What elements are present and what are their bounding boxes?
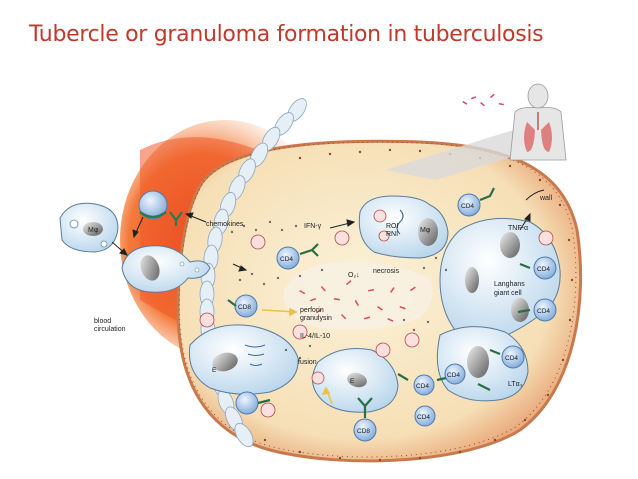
cd4-label-5: CD4 — [505, 355, 518, 362]
lt-label: LTα₃ — [508, 381, 523, 388]
blood-label-line1: blood — [94, 318, 111, 325]
macrophage-label-2: Mφ — [420, 227, 431, 234]
granulysin-label: granulysin — [300, 315, 332, 322]
migrating-monocyte — [121, 245, 211, 293]
cd8-label-2: CD8 — [357, 428, 370, 435]
fusion-label: fusion — [298, 359, 317, 366]
blood-label-line2: circulation — [94, 326, 126, 333]
langhans-label-line1: Langhans — [494, 281, 525, 288]
signal-arrows — [329, 189, 545, 231]
rni-label: RNI — [386, 231, 398, 238]
chemokines-label: chemokines — [206, 221, 244, 228]
epithelioid-label-1: E — [212, 367, 217, 374]
epithelioid-cell-center — [312, 348, 399, 413]
langhans-label-line2: giant cell — [494, 290, 522, 297]
tcell-receptors — [227, 187, 531, 418]
ifn-label: IFN-γ — [304, 223, 322, 230]
cd4-label-4: CD4 — [537, 308, 550, 315]
receptor-green — [169, 211, 183, 226]
necrosis-label: necrosis — [373, 268, 400, 275]
wall-label: wall — [539, 195, 553, 202]
lung-inset — [385, 83, 567, 180]
activated-macrophage — [358, 195, 449, 259]
cd4-label-2: CD4 — [461, 203, 474, 210]
langhans-giant-cell — [439, 217, 561, 342]
migration-arrows — [111, 212, 248, 272]
cd4-label-3: CD4 — [537, 266, 550, 273]
cytokine-dots — [230, 220, 448, 360]
cd4-label-8: CD4 — [417, 414, 430, 421]
cd4-label-6: CD4 — [447, 372, 460, 379]
monocyte-blue — [138, 190, 168, 220]
macrophage-label: Mφ — [88, 227, 99, 234]
perforin-label: perforin — [300, 307, 324, 314]
cd8-label-1: CD8 — [238, 304, 251, 311]
il-label: IL-4/IL-10 — [300, 333, 330, 340]
cd4-label-7: CD4 — [416, 383, 429, 390]
cd4-label-1: CD4 — [280, 256, 293, 263]
t-cells — [234, 193, 557, 442]
yellow-arrows — [261, 307, 333, 405]
slide-title: Tubercle or granuloma formation in tuber… — [29, 22, 544, 47]
infected-cells — [199, 230, 554, 418]
epithelioid-cell-left — [188, 324, 299, 395]
tnf-label: TNF-α — [508, 225, 528, 232]
macrophage-in-blood — [59, 202, 119, 253]
oxygen-label: O₂↓ — [348, 272, 360, 279]
necrotic-core — [283, 262, 433, 330]
epithelioid-label-2: E — [350, 378, 355, 385]
ros-label: ROI — [386, 223, 399, 230]
wall-dots — [234, 148, 574, 462]
